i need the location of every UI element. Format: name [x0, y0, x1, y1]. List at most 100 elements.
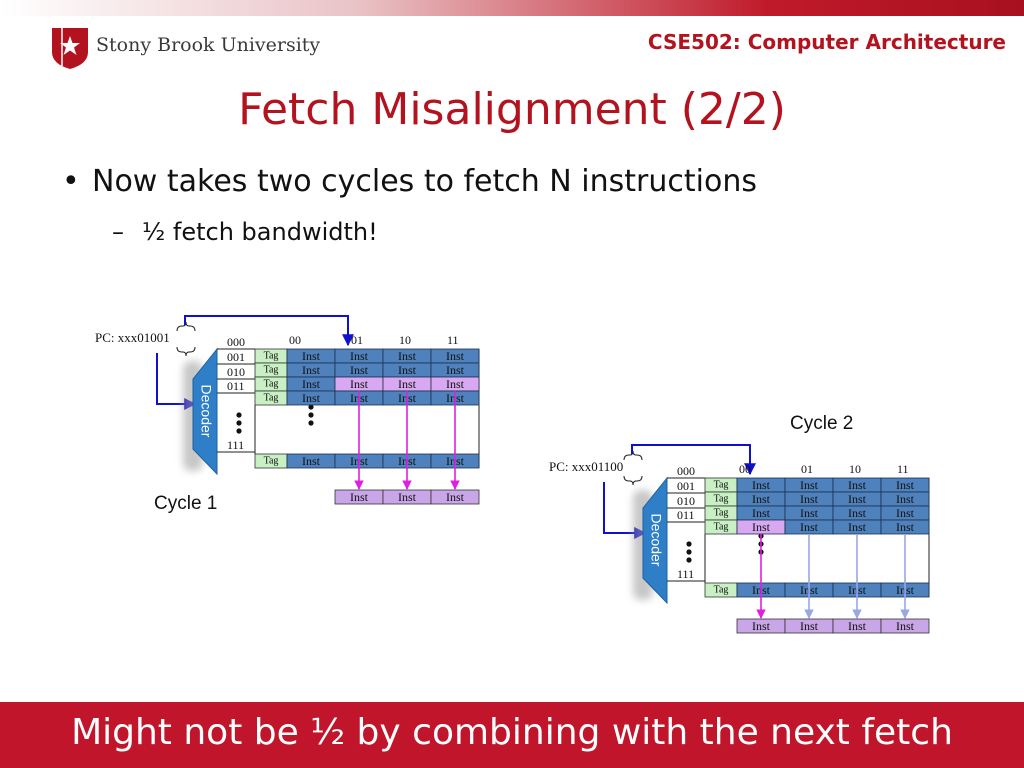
column-label: 11: [897, 462, 909, 476]
inst-cell-label: Inst: [752, 492, 771, 506]
decoder-block: [642, 476, 668, 605]
output-inst-label: Inst: [896, 619, 915, 633]
footer-text: Might not be ½ by combining with the nex…: [71, 712, 953, 753]
inst-cell-label: Inst: [302, 377, 321, 391]
pc-label: PC: xxx01100: [549, 459, 623, 474]
inst-cell-label: Inst: [398, 377, 417, 391]
logo-wordmark: Stony Brook University: [96, 34, 321, 56]
inst-cell-label: Inst: [848, 478, 867, 492]
inst-cell-label: Inst: [848, 492, 867, 506]
output-inst-label: Inst: [350, 490, 369, 504]
cycle-label: Cycle 1: [154, 493, 217, 514]
inst-cell-label: Inst: [800, 520, 819, 534]
inst-cell-label: Inst: [302, 391, 321, 405]
set-index-label: 000: [227, 335, 245, 349]
column-label: 00: [289, 333, 301, 347]
inst-cell-label: Inst: [446, 363, 465, 377]
inst-cell-label: Inst: [302, 363, 321, 377]
inst-cell-label: Inst: [302, 349, 321, 363]
output-inst-cell: [880, 618, 930, 634]
sub-bullet-item: –½ fetch bandwidth!: [112, 218, 378, 246]
inst-cell-label: Inst: [350, 377, 369, 391]
output-inst-label: Inst: [398, 490, 417, 504]
inst-cell-label: Inst: [800, 478, 819, 492]
inst-cell-label: Inst: [896, 506, 915, 520]
sub-bullet-text: ½ fetch bandwidth!: [142, 218, 378, 246]
course-title: CSE502: Computer Architecture: [647, 30, 1006, 54]
tag-cell-label: Tag: [714, 521, 729, 532]
set-index-label: 010: [677, 494, 695, 508]
inst-cell-label: Inst: [752, 478, 771, 492]
inst-cell-label: Inst: [896, 520, 915, 534]
inst-cell-label: Inst: [896, 478, 915, 492]
output-inst-label: Inst: [848, 619, 867, 633]
tag-cell-label: Tag: [714, 493, 729, 504]
index-wire: [603, 482, 647, 539]
inst-cell-label: Inst: [752, 520, 771, 534]
ellipsis-dot-icon: [236, 412, 242, 418]
column-label: 11: [447, 333, 459, 347]
column-label: 01: [801, 462, 813, 476]
index-wire: [156, 353, 197, 410]
inst-cell-label: Inst: [398, 363, 417, 377]
ellipsis-dot-icon: [686, 541, 692, 547]
output-inst-cell: [430, 489, 480, 505]
tag-cell-label: Tag: [264, 364, 279, 375]
footer-banner: Might not be ½ by combining with the nex…: [0, 702, 1024, 768]
tag-cell-label: Tag: [714, 507, 729, 518]
set-index-label: 001: [227, 350, 245, 364]
ellipsis-dot-icon: [236, 428, 242, 434]
tag-cell-label: Tag: [264, 392, 279, 403]
inst-cell-label: Inst: [752, 506, 771, 520]
set-index-label: 011: [677, 508, 695, 522]
set-index-label: 111: [677, 567, 694, 581]
set-index-label: 011: [227, 379, 245, 393]
decoder-block: [192, 347, 218, 476]
column-label: 01: [351, 333, 363, 347]
university-logo: Stony Brook University: [50, 26, 340, 70]
cycle-label: Cycle 2: [790, 413, 853, 434]
set-index-label: 001: [677, 479, 695, 493]
dash-icon: –: [112, 218, 124, 246]
inst-cell-label: Inst: [896, 492, 915, 506]
set-index-label: 010: [227, 365, 245, 379]
inst-cell-label: Inst: [848, 520, 867, 534]
bullet-dot-icon: •: [62, 164, 80, 199]
pc-brace-bracket: [176, 346, 196, 357]
offset-wire: [631, 444, 756, 476]
ellipsis-dot-icon: [686, 557, 692, 563]
tag-cell-label: Tag: [264, 350, 279, 361]
bullet-item: • Now takes two cycles to fetch N instruc…: [62, 164, 757, 199]
offset-wire: [184, 315, 354, 347]
output-inst-label: Inst: [446, 490, 465, 504]
top-banner: [0, 0, 1024, 16]
ellipsis-dot-icon: [686, 549, 692, 555]
column-label: 00: [739, 462, 751, 476]
bullet-text: Now takes two cycles to fetch N instruct…: [92, 164, 757, 199]
pc-label: PC: xxx01001: [95, 330, 170, 345]
ellipsis-dot-icon: [236, 420, 242, 426]
inst-cell-label: Inst: [848, 506, 867, 520]
slide-title: Fetch Misalignment (2/2): [238, 84, 786, 135]
decoder-label: Decoder: [198, 385, 214, 438]
tag-cell-label: Tag: [264, 455, 279, 466]
column-label: 10: [399, 333, 411, 347]
inst-cell-label: Inst: [398, 349, 417, 363]
pc-brace-bracket: [623, 475, 643, 486]
output-inst-label: Inst: [800, 619, 819, 633]
ellipsis-dot-icon: [308, 404, 314, 410]
decoder-label: Decoder: [648, 514, 664, 567]
inst-cell-label: Inst: [350, 349, 369, 363]
tag-cell-label: Tag: [714, 479, 729, 490]
tag-cell-label: Tag: [264, 378, 279, 389]
set-index-label: 111: [227, 438, 244, 452]
shield-icon: [52, 28, 88, 69]
tag-cell-label: Tag: [714, 584, 729, 595]
inst-cell-label: Inst: [800, 492, 819, 506]
column-label: 10: [849, 462, 861, 476]
ellipsis-dot-icon: [308, 412, 314, 418]
inst-cell-label: Inst: [446, 377, 465, 391]
inst-cell-label: Inst: [302, 454, 321, 468]
ellipsis-dot-icon: [308, 420, 314, 426]
